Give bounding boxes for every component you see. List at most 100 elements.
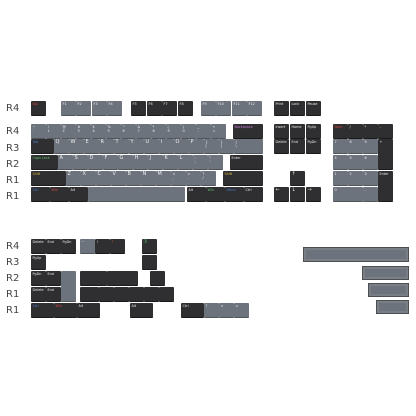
key-num-0[interactable]: 0 <box>333 187 363 202</box>
key-arrow-right[interactable]: → <box>306 187 321 202</box>
key-f9[interactable]: F9 <box>201 101 216 116</box>
key-num-7[interactable]: 7 <box>333 139 348 154</box>
key-j[interactable]: J <box>148 155 163 170</box>
key-f5[interactable]: F5 <box>131 101 146 116</box>
key-5[interactable]: % 5 <box>106 124 121 139</box>
key-0[interactable]: ) 0 <box>181 124 196 139</box>
key-num-decimal[interactable]: . <box>363 187 378 202</box>
key-k[interactable]: K <box>163 155 178 170</box>
key-backspace[interactable]: Backspace <box>233 124 263 139</box>
key-u[interactable]: U <box>144 139 159 154</box>
key-arrow-down[interactable]: ↓ <box>290 187 305 202</box>
key-extra-end[interactable]: End <box>46 239 61 254</box>
key-f4[interactable]: F4 <box>107 101 122 116</box>
key-numlock[interactable]: Num <box>333 124 348 139</box>
key-1[interactable]: ! 1 <box>46 124 61 139</box>
key-pause[interactable]: Pause <box>306 101 321 116</box>
key-y[interactable]: Y <box>129 139 144 154</box>
key-extra-r2-sq[interactable] <box>150 271 165 286</box>
key-f1[interactable]: F1 <box>61 101 76 116</box>
key-extra-ctrl2[interactable]: Ctrl <box>181 303 204 318</box>
key-num-plus[interactable]: + <box>378 139 393 170</box>
key-bracket-left[interactable]: { [ <box>204 139 219 154</box>
spacebar-3u[interactable] <box>368 283 409 297</box>
key-slash[interactable]: ? / <box>201 171 216 186</box>
key-7[interactable]: & 7 <box>136 124 151 139</box>
key-num-3[interactable]: 3 <box>363 171 378 186</box>
key-extra-pgup[interactable]: PgUp <box>31 255 46 270</box>
key-extra-r1-f[interactable] <box>159 287 174 302</box>
key-h[interactable]: H <box>133 155 148 170</box>
key-f2[interactable]: F2 <box>76 101 91 116</box>
key-x[interactable]: X <box>81 171 96 186</box>
key-z[interactable]: Z <box>66 171 81 186</box>
key-f7[interactable]: F7 <box>162 101 177 116</box>
key-num-1[interactable]: 1 <box>333 171 348 186</box>
spacebar-2-75u[interactable] <box>376 300 409 314</box>
key-num-enter[interactable]: Enter <box>378 171 393 202</box>
key-extra-tilde[interactable]: ~ <box>80 239 95 254</box>
key-extra-r2-pgdn[interactable]: PgDn <box>31 271 46 286</box>
key-t[interactable]: T <box>114 139 129 154</box>
key-alt-left[interactable]: Alt <box>69 187 88 202</box>
key-f[interactable]: F <box>103 155 118 170</box>
key-num-2[interactable]: 2 <box>348 171 363 186</box>
key-extra-exclaim[interactable]: ! <box>95 239 110 254</box>
key-f12[interactable]: F12 <box>247 101 262 116</box>
key-extra-r1-b[interactable] <box>99 287 114 302</box>
spacebar-7u[interactable] <box>303 247 409 262</box>
key-num-6[interactable]: 6 <box>363 155 378 170</box>
key-shift-left[interactable]: Shift <box>31 171 66 186</box>
key-space[interactable] <box>88 187 185 202</box>
key-num-9[interactable]: 9 <box>363 139 378 154</box>
key-c[interactable]: C <box>96 171 111 186</box>
key-3[interactable]: # 3 <box>76 124 91 139</box>
key-v[interactable]: V <box>111 171 126 186</box>
key-p[interactable]: P <box>189 139 204 154</box>
key-extra-r1-e[interactable] <box>144 287 159 302</box>
key-f10[interactable]: F10 <box>216 101 231 116</box>
key-extra-alt2[interactable]: Alt <box>130 303 153 318</box>
key-l[interactable]: L <box>178 155 193 170</box>
key-2[interactable]: @ 2 <box>61 124 76 139</box>
key-f6[interactable]: F6 <box>147 101 162 116</box>
key-period[interactable]: > . <box>186 171 201 186</box>
key-win-right[interactable]: Win <box>206 187 225 202</box>
key-o[interactable]: O <box>174 139 189 154</box>
key-esc[interactable]: Esc <box>31 101 46 116</box>
key-num-5[interactable]: 5 <box>348 155 363 170</box>
key-d[interactable]: D <box>88 155 103 170</box>
key-extra-r1-a[interactable] <box>80 287 99 302</box>
key-pgdn[interactable]: PgDn <box>306 139 321 154</box>
key-extra-alt[interactable]: Alt <box>77 303 100 318</box>
key-home[interactable]: Home <box>290 124 305 139</box>
key-semicolon[interactable]: : ; <box>193 155 208 170</box>
key-end[interactable]: End <box>290 139 305 154</box>
key-bracket-right[interactable]: } ] <box>219 139 234 154</box>
key-extra-lt[interactable]: < <box>219 303 234 318</box>
key-i[interactable]: I <box>159 139 174 154</box>
key-9[interactable]: ( 9 <box>166 124 181 139</box>
key-print[interactable]: Print <box>274 101 289 116</box>
spacebar-6-25u[interactable] <box>362 266 409 280</box>
key-f8[interactable]: F8 <box>178 101 193 116</box>
key-m[interactable]: M <box>156 171 171 186</box>
key-pgup[interactable]: PgUp <box>306 124 321 139</box>
key-quote[interactable]: " ' <box>208 155 223 170</box>
key-arrow-up[interactable]: ↑ <box>290 171 305 186</box>
key-extra-r2-wide[interactable] <box>80 271 107 286</box>
key-num-4[interactable]: 4 <box>333 155 348 170</box>
key-extra-r1-end[interactable]: End <box>46 287 61 302</box>
key-num-8[interactable]: 8 <box>348 139 363 154</box>
key-grave[interactable]: ~ ` <box>31 124 46 139</box>
key-delete[interactable]: Delete <box>274 139 289 154</box>
key-extra-question[interactable]: ? <box>110 239 125 254</box>
key-extra-pgdn[interactable]: PgDn <box>61 239 76 254</box>
key-enter[interactable]: Enter <box>230 155 263 170</box>
key-s[interactable]: S <box>73 155 88 170</box>
key-extra-r2-wide2[interactable] <box>107 271 138 286</box>
key-num-minus[interactable]: - <box>378 124 393 139</box>
key-caps-lock[interactable]: Caps Lock <box>31 155 58 170</box>
key-minus[interactable]: _ - <box>196 124 211 139</box>
key-extra-r1-d[interactable] <box>129 287 144 302</box>
